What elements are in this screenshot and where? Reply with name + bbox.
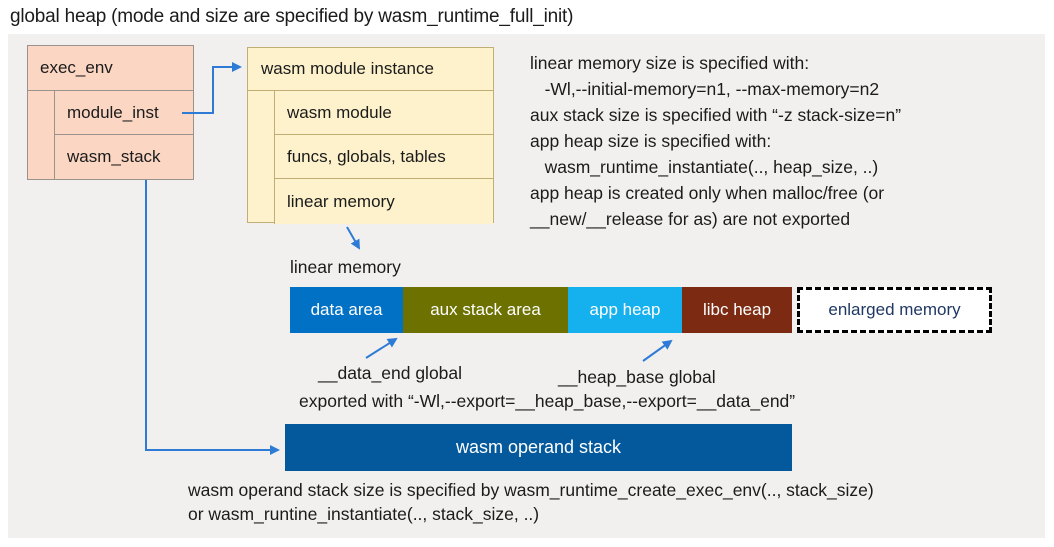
- note-line: linear memory size is specified with:: [530, 53, 810, 73]
- exported-flags-label: exported with “-Wl,--export=__heap_base,…: [299, 391, 796, 411]
- memory-size-notes: linear memory size is specified with: -W…: [530, 50, 901, 232]
- segment-aux-stack-area: aux stack area: [403, 287, 568, 333]
- data-end-global-label: __data_end global: [318, 363, 463, 383]
- wasm-module-instance-header: wasm module instance: [248, 48, 493, 91]
- note-line: aux stack size is specified with “-z sta…: [530, 105, 902, 125]
- exec-env-box: exec_env module_inst wasm_stack: [27, 45, 194, 180]
- operand-stack-note-line-1: wasm operand stack size is specified by …: [188, 480, 874, 500]
- linear-memory-label: linear memory: [290, 257, 401, 277]
- note-line: app heap is created only when malloc/fre…: [530, 183, 885, 203]
- note-line: __new/__release for as) are not exported: [530, 209, 851, 229]
- operand-stack-note-line-2: or wasm_runtine_instantiate(.., stack_si…: [188, 504, 540, 524]
- note-line: app heap size is specified with:: [530, 131, 772, 151]
- wasm-module-instance-box: wasm module instance wasm module funcs, …: [247, 47, 494, 224]
- note-line: -Wl,--initial-memory=n1, --max-memory=n2: [530, 79, 880, 99]
- segment-libc-heap: libc heap: [682, 287, 792, 333]
- segment-enlarged-memory: enlarged memory: [797, 287, 992, 333]
- segment-data-area: data area: [290, 287, 403, 333]
- wasm-operand-stack-bar: wasm operand stack: [285, 424, 792, 471]
- exec-env-header: exec_env: [28, 46, 193, 91]
- linear-memory-bar: data area aux stack area app heap libc h…: [290, 287, 992, 333]
- exec-env-row-module-inst: module_inst: [54, 91, 193, 135]
- diagram-title: global heap (mode and size are specified…: [10, 6, 574, 27]
- module-instance-row-linear-memory: linear memory: [274, 179, 493, 224]
- exec-env-row-wasm-stack: wasm_stack: [54, 135, 193, 179]
- heap-base-global-label: __heap_base global: [558, 367, 716, 387]
- module-instance-row-wasm-module: wasm module: [274, 91, 493, 135]
- segment-app-heap: app heap: [568, 287, 682, 333]
- module-instance-row-funcs-globals-tables: funcs, globals, tables: [274, 135, 493, 179]
- note-line: wasm_runtime_instantiate(.., heap_size, …: [530, 157, 879, 177]
